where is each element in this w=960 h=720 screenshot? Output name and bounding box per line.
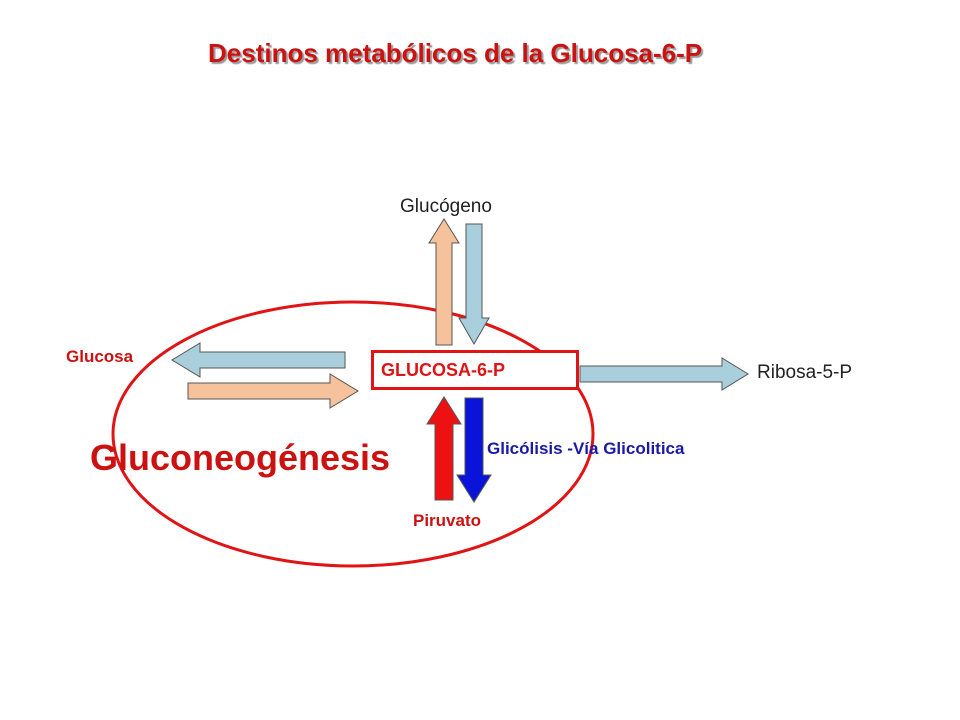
arrow-glycolysis-down: [456, 397, 492, 503]
node-glucogeno: Glucógeno: [400, 196, 492, 217]
gluconeogenesis-ellipse: [111, 300, 595, 568]
node-glucosa-6-p: GLUCOSA-6-P: [381, 360, 506, 380]
node-glucosa: Glucosa: [66, 347, 134, 366]
glucosa-6-p-box: [371, 350, 579, 390]
label-gluconeogenesis: Gluconeogénesis: [90, 437, 391, 478]
arrow-from-glucosa: [187, 373, 359, 409]
arrow-to-ribosa: [579, 357, 749, 391]
arrow-to-glucogeno: [428, 218, 460, 346]
arrow-from-glucogeno: [458, 223, 490, 346]
arrow-gluconeogenesis-up: [426, 396, 462, 501]
page-title: Destinos metabólicos de la Glucosa-6-P: [208, 38, 703, 68]
node-piruvato: Piruvato: [413, 511, 482, 530]
node-ribosa-5-p: Ribosa-5-P: [757, 362, 853, 383]
arrow-to-glucosa: [171, 342, 346, 378]
label-glicolisis: Glicólisis -Vía Glicolitica: [487, 439, 685, 458]
